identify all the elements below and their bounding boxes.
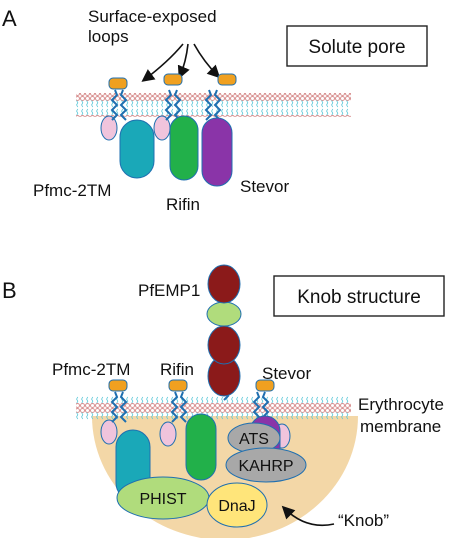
rifin-domain <box>169 115 199 181</box>
knob-label: “Knob” <box>338 511 389 530</box>
pfemp1-domain-1 <box>207 264 241 304</box>
panel-a: A Solute pore Surface-exposed loops <box>2 6 428 214</box>
pfemp1-domain-2 <box>206 301 242 327</box>
rifin-b-pink-domain <box>159 421 177 447</box>
loop-arrow-2 <box>177 43 190 79</box>
pfmc-domain <box>119 119 155 179</box>
pfmc-loop-cap <box>108 77 128 90</box>
rifin-tm-helix-2 <box>173 89 182 121</box>
pfmc-tm-helix-2 <box>119 89 128 121</box>
stevor-loop-cap <box>217 73 237 86</box>
surface-loops-label-line1: Surface-exposed <box>88 7 217 26</box>
rifin-loop-cap <box>163 73 183 86</box>
erythrocyte-label: Erythrocyte <box>358 395 444 414</box>
pfmc-b-pink-domain <box>100 419 118 445</box>
solute-pore-box <box>286 25 428 67</box>
pfmc-pink-domain <box>100 115 118 141</box>
knob-structure-box <box>273 275 445 317</box>
panel-a-letter: A <box>2 6 17 31</box>
pfmc-2tm-a <box>100 77 155 179</box>
knob-structure-label: Knob structure <box>297 287 421 308</box>
stevor-label-a: Stevor <box>240 177 289 196</box>
panel-b-letter: B <box>2 278 17 303</box>
dnaj-label: DnaJ <box>218 498 255 515</box>
dnaj-domain <box>206 482 268 528</box>
stevor-label-b: Stevor <box>262 364 311 383</box>
knob-arrow <box>281 505 335 527</box>
kahrp-domain <box>225 447 307 483</box>
surface-loops-label-line2: loops <box>88 27 129 46</box>
rifin-b <box>159 379 217 481</box>
loop-arrow-3 <box>193 43 221 79</box>
pfmc-2tm-b <box>100 379 151 501</box>
stevor-domain <box>201 117 233 187</box>
loop-arrow-1 <box>141 43 184 82</box>
rifin-b-domain <box>185 413 217 481</box>
phist-label: PHIST <box>139 491 186 508</box>
stevor-tm-helix-2 <box>213 89 222 121</box>
panel-b: B Knob structure PfEMP1 <box>2 264 445 538</box>
rifin-b-tm-helix-2 <box>179 391 188 423</box>
pfemp1-label: PfEMP1 <box>138 281 200 300</box>
pfemp1 <box>206 264 242 401</box>
pfmc-b-tm-helix-1 <box>110 391 119 423</box>
pfmc-b-loop-cap <box>108 379 128 392</box>
rifin-b-loop-cap <box>168 379 188 392</box>
rifin-tm-helix-1 <box>164 89 173 121</box>
rifin-label-b: Rifin <box>160 360 194 379</box>
stevor-tm-helix-1 <box>204 89 213 121</box>
pfmc-b-tm-helix-2 <box>119 391 128 423</box>
stevor-a <box>201 73 237 187</box>
membrane-label: membrane <box>360 417 441 436</box>
rifin-b-tm-helix-1 <box>170 391 179 423</box>
pfmc-2tm-label-b: Pfmc-2TM <box>52 360 130 379</box>
rifin-label-a: Rifin <box>166 195 200 214</box>
pfmc-tm-helix-1 <box>110 89 119 121</box>
pfmc-2tm-label-a: Pfmc-2TM <box>33 181 111 200</box>
solute-pore-label: Solute pore <box>308 37 405 58</box>
stevor-b-loop-cap <box>255 379 275 392</box>
kahrp-label: KAHRP <box>238 458 293 475</box>
pfemp1-domain-3 <box>207 325 241 365</box>
ats-label: ATS <box>239 431 269 448</box>
rifin-a <box>153 73 199 181</box>
